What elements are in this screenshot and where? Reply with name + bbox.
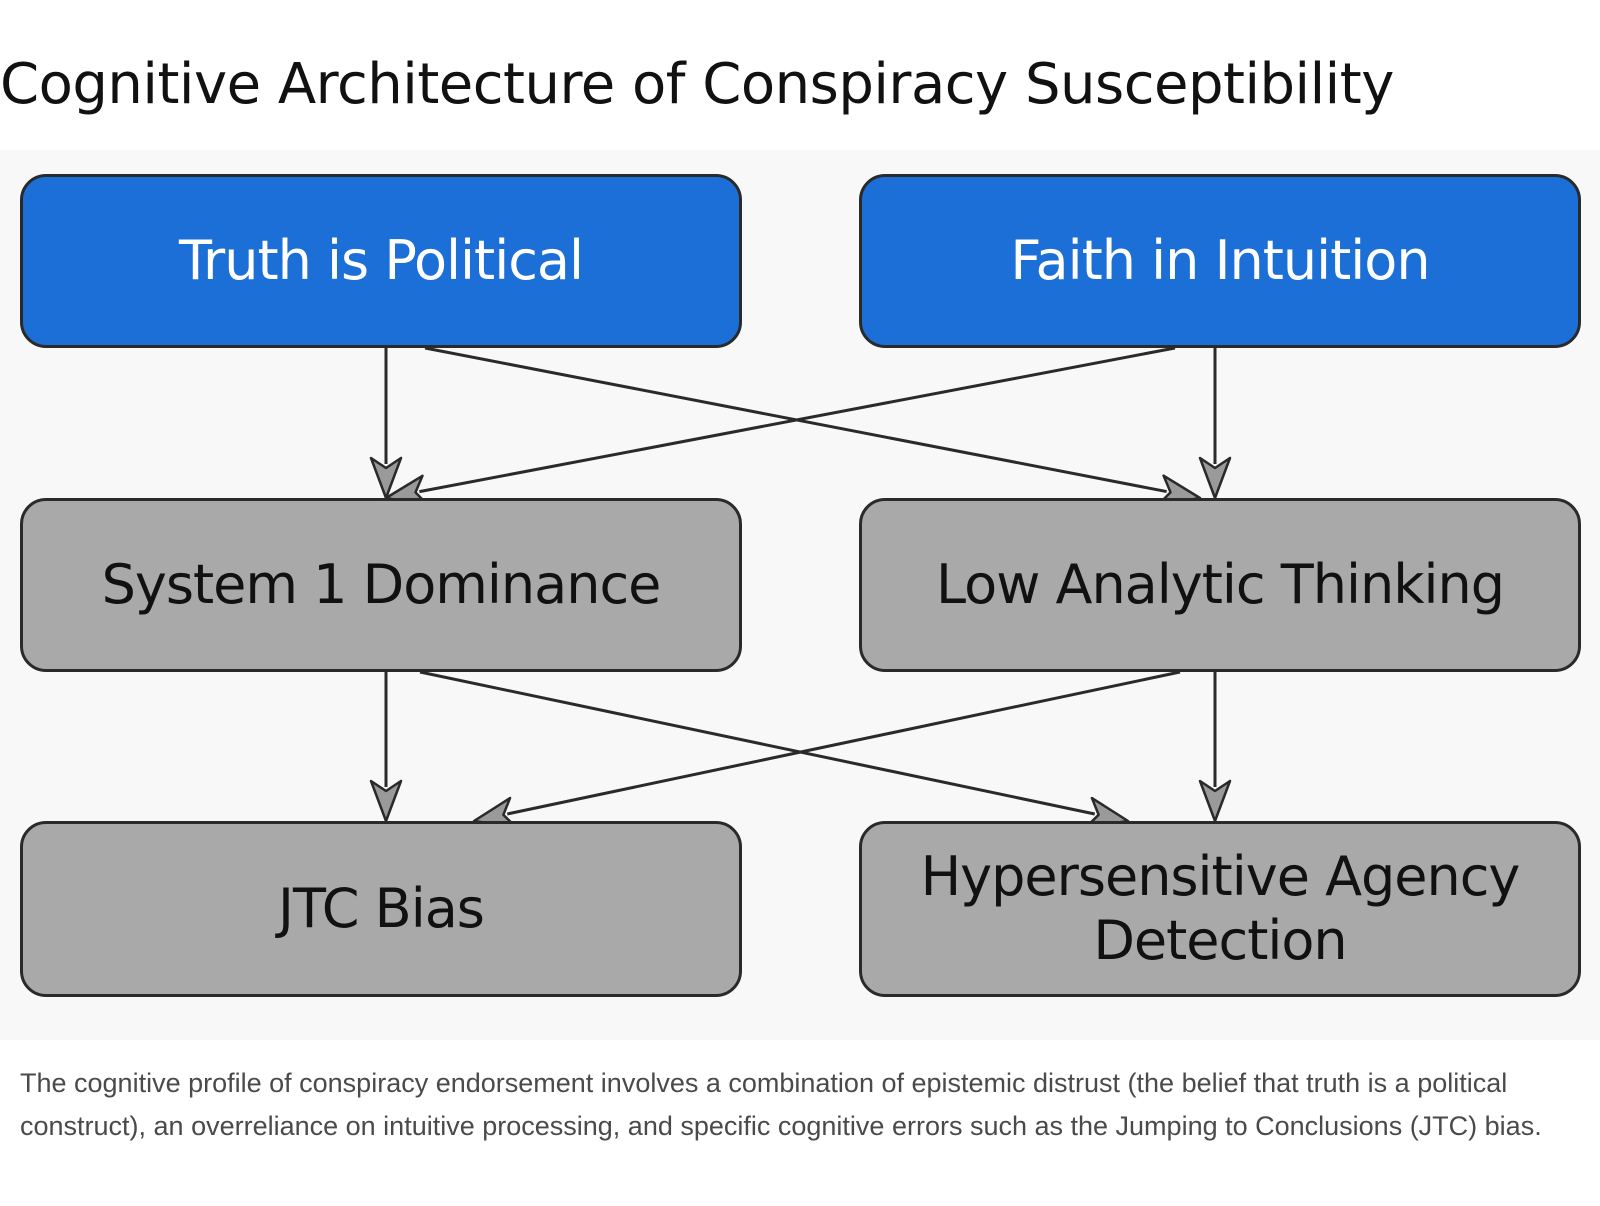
node-label: Low Analytic Thinking (936, 553, 1505, 617)
node-label: Truth is Political (179, 229, 584, 293)
figure-caption: The cognitive profile of conspiracy endo… (20, 1068, 1542, 1141)
edge-arrowhead-faith-to-analytic (1198, 456, 1232, 500)
node-label: JTC Bias (278, 877, 485, 941)
node-hypersensitive-agency-detection: Hypersensitive Agency Detection (859, 821, 1581, 997)
edge-line-faith-to-system1 (419, 346, 1176, 494)
node-truth-is-political: Truth is Political (20, 174, 742, 348)
node-label: Faith in Intuition (1010, 229, 1430, 293)
edge-arrowhead-system1-to-jtc (369, 779, 403, 823)
node-label-multiline: Hypersensitive Agency Detection (920, 845, 1521, 972)
diagram-edges (369, 346, 1232, 829)
edge-arrowhead-analytic-to-agency (1198, 779, 1232, 823)
node-label-line-2: Detection (1093, 909, 1347, 972)
node-faith-in-intuition: Faith in Intuition (859, 174, 1581, 348)
edge-line-system1-to-agency (419, 670, 1096, 816)
flow-diagram: Truth is Political Faith in Intuition Sy… (0, 150, 1600, 1040)
edge-line-analytic-to-jtc (506, 670, 1181, 816)
node-jtc-bias: JTC Bias (20, 821, 742, 997)
node-label: System 1 Dominance (101, 553, 662, 617)
node-label-line-1: Hypersensitive Agency (920, 845, 1521, 909)
edge-arrowhead-truth-to-system1 (369, 456, 403, 500)
node-low-analytic-thinking: Low Analytic Thinking (859, 498, 1581, 672)
page-title: Cognitive Architecture of Conspiracy Sus… (0, 52, 1394, 117)
node-system-1-dominance: System 1 Dominance (20, 498, 742, 672)
